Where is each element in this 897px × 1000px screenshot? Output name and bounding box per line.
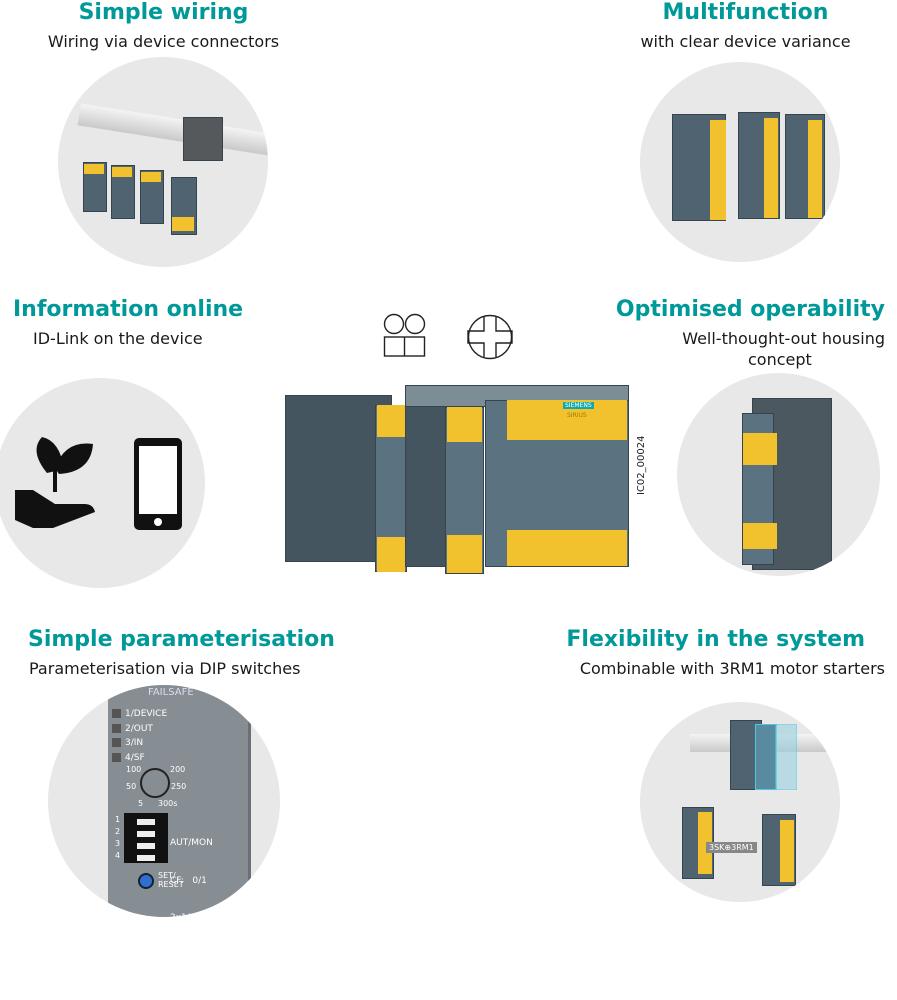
led-row: 2/OUT xyxy=(112,722,167,737)
set-reset-label: SET/ xyxy=(158,871,176,880)
simple-wiring-image xyxy=(58,57,268,267)
optimised-operability-image xyxy=(677,373,880,576)
feature-subtitle-simple-wiring: Wiring via device connectors xyxy=(47,32,280,51)
switch-number: 3 xyxy=(115,839,121,848)
feature-title-simple-wiring: Simple wiring xyxy=(78,0,249,25)
switch-label: ST: 1/0 xyxy=(170,950,207,961)
dip-switch-block xyxy=(124,813,168,863)
variance-symbol-icon xyxy=(383,313,426,357)
dial-label: 50 xyxy=(126,782,137,791)
flexibility-image: 3SK⊕3RM1 xyxy=(640,702,840,902)
switch-label: CF: 0/1 xyxy=(170,875,207,886)
siemens-logo: SIEMENS xyxy=(563,402,594,409)
switch-number: 1 xyxy=(115,815,121,824)
dial-label: 5 xyxy=(138,799,144,808)
switch-labels: AUT/MON CF: 0/1 2x1/ 1x2 ST: 1/0 xyxy=(170,812,213,975)
dial-label: 250 xyxy=(171,782,187,791)
set-reset-button xyxy=(138,873,154,889)
dip-switch-panel-image: FAILSAFE 1/DEVICE 2/OUT 3/IN 4/SF 100 20… xyxy=(48,685,280,917)
feature-subtitle-flexibility: Combinable with 3RM1 motor starters xyxy=(579,659,885,678)
led-row: 4/SF xyxy=(112,751,167,766)
feature-subtitle-information-online: ID-Link on the device xyxy=(33,329,203,348)
flex-badge: 3SK⊕3RM1 xyxy=(706,842,757,853)
led-row: 1/DEVICE xyxy=(112,707,167,722)
sirius-label: SIRIUS xyxy=(567,412,587,419)
feature-subtitle-multifunction: with clear device variance xyxy=(640,32,851,51)
feature-title-simple-parameterisation: Simple parameterisation xyxy=(28,627,335,652)
feature-title-flexibility: Flexibility in the system xyxy=(566,627,865,652)
image-code: IC02_00024 xyxy=(636,435,647,495)
switch-label: AUT/MON xyxy=(170,838,213,848)
time-dial xyxy=(140,768,170,798)
feature-subtitle-optimised-operability-line1: Well-thought-out housing xyxy=(682,329,885,348)
multifunction-image xyxy=(640,62,840,262)
feature-subtitle-simple-parameterisation: Parameterisation via DIP switches xyxy=(29,659,301,678)
set-reset-label: RESET xyxy=(158,880,184,889)
feature-title-multifunction: Multifunction xyxy=(662,0,829,25)
information-online-image xyxy=(0,378,205,588)
switch-number: 4 xyxy=(115,851,121,860)
dial-label: 200 xyxy=(170,765,186,774)
feature-title-information-online: Information online xyxy=(13,297,244,322)
product-image-sirius-relays: SIEMENS SIRIUS xyxy=(285,385,630,580)
feature-subtitle-optimised-operability-line2: concept xyxy=(748,350,812,369)
plant-in-hand-icon xyxy=(15,437,95,528)
switch-label: 2x1/ 1x2 xyxy=(170,913,213,923)
dial-label: 100 xyxy=(126,765,142,774)
led-row: 3/IN xyxy=(112,736,167,751)
plus-circle-icon xyxy=(467,314,513,360)
switch-number: 2 xyxy=(115,827,121,836)
panel-header: FAILSAFE xyxy=(148,687,194,698)
smartphone-icon xyxy=(134,438,182,530)
dial-label: 300s xyxy=(158,799,178,808)
feature-title-optimised-operability: Optimised operability xyxy=(615,297,885,322)
